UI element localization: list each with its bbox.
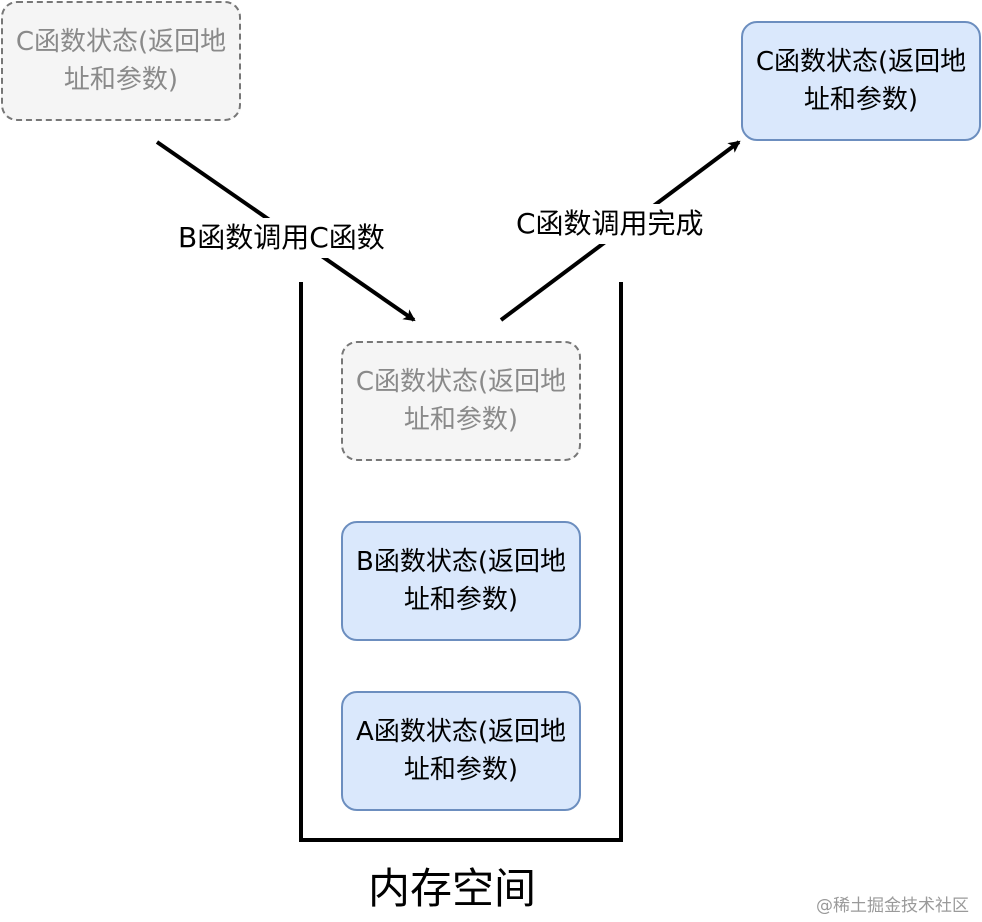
watermark: @稀土掘金技术社区 — [816, 896, 969, 916]
stack-frame-b: B函数状态(返回地址和参数) — [341, 521, 581, 641]
memory-stack-container — [299, 282, 623, 842]
memory-space-caption: 内存空间 — [368, 864, 537, 913]
stack-frame-a: A函数状态(返回地址和参数) — [341, 691, 581, 811]
ghost-c-frame-stack-top: C函数状态(返回地址和参数) — [341, 341, 581, 461]
ghost-c-frame-source: C函数状态(返回地址和参数) — [1, 1, 241, 121]
return-label: C函数调用完成 — [514, 204, 706, 244]
popped-c-frame: C函数状态(返回地址和参数) — [741, 21, 981, 141]
call-label: B函数调用C函数 — [176, 218, 387, 258]
